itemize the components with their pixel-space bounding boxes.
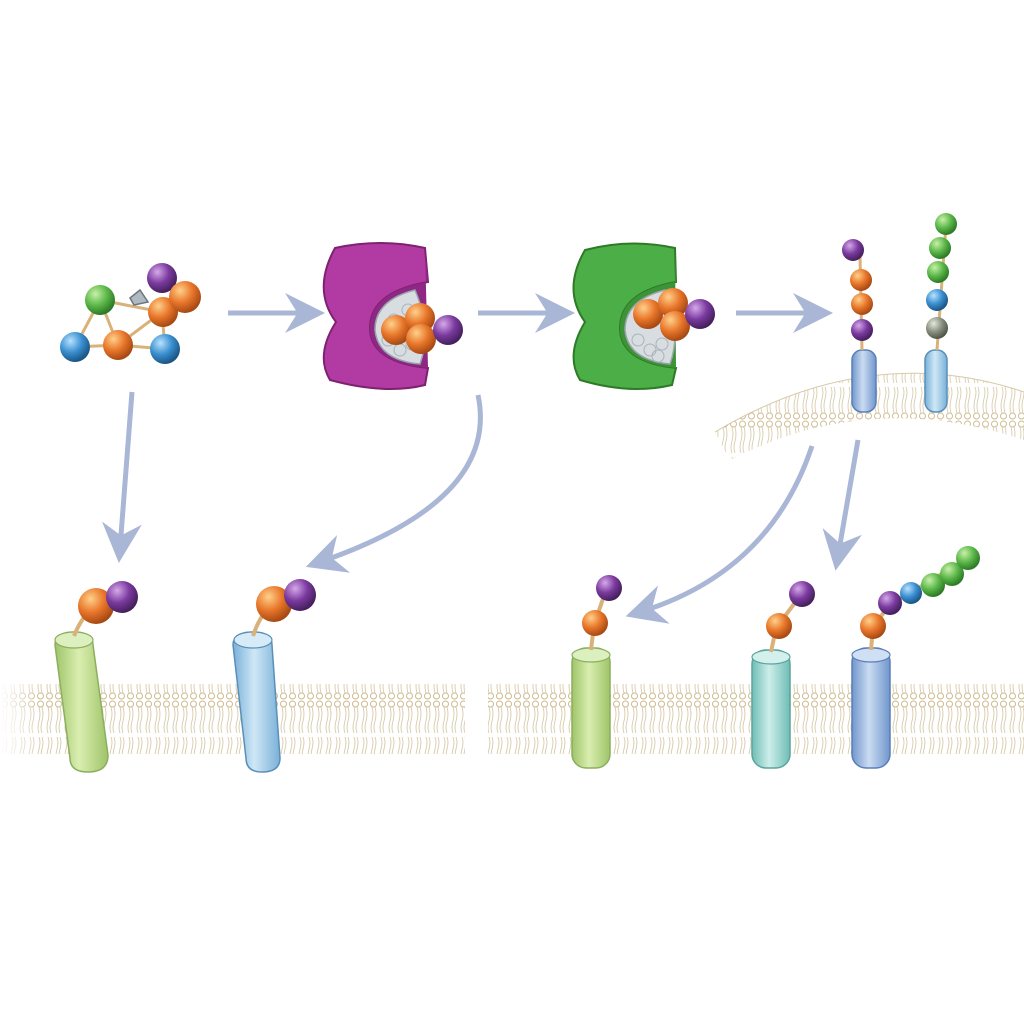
- protein-top-right: [924, 349, 948, 413]
- molecule-cluster-icon: [60, 263, 201, 364]
- bead-orange: [406, 324, 436, 354]
- bead-green: [929, 237, 951, 259]
- transmembrane-protein-icon: [571, 575, 622, 769]
- bead-green: [940, 562, 964, 586]
- bead-purple: [878, 591, 902, 615]
- bead-orange: [78, 588, 114, 624]
- transmembrane-protein-icon: [751, 581, 815, 769]
- bead-green: [935, 213, 957, 235]
- bead-green: [921, 573, 945, 597]
- bead-blue: [60, 332, 90, 362]
- transmembrane-protein-icon: [924, 213, 957, 413]
- bead-green: [956, 546, 980, 570]
- bead-gray: [926, 317, 948, 339]
- transmembrane-protein-icon: [232, 579, 316, 773]
- bead-orange: [582, 610, 608, 636]
- bead-orange: [766, 613, 792, 639]
- bead-green: [927, 261, 949, 283]
- membrane-fade-left: [0, 680, 40, 760]
- bead-purple: [433, 315, 463, 345]
- pathway-arrow-icon: [101, 391, 142, 563]
- bead-orange: [103, 330, 133, 360]
- transmembrane-protein-icon: [842, 239, 877, 413]
- protein-bottom-right-a: [571, 647, 611, 769]
- bead-orange: [860, 613, 886, 639]
- pathway-arrow-icon: [822, 439, 862, 571]
- bead-purple: [851, 319, 873, 341]
- linker-node: [129, 288, 150, 306]
- enzyme-pocket-icon: [572, 242, 715, 390]
- enzyme-pocket-icon: [322, 242, 463, 390]
- bead-purple: [284, 579, 316, 611]
- bead-orange: [658, 288, 688, 318]
- bead-orange: [850, 269, 872, 291]
- bead-orange: [851, 293, 873, 315]
- bead-orange: [169, 281, 201, 313]
- bead-orange: [660, 311, 690, 341]
- bead-purple: [685, 299, 715, 329]
- protein-top-left: [851, 349, 877, 413]
- bead-orange: [381, 315, 411, 345]
- bead-orange: [148, 297, 178, 327]
- bead-orange: [256, 586, 292, 622]
- bead-green: [85, 285, 115, 315]
- pathway-arrow-icon: [305, 394, 483, 573]
- bead-purple: [842, 239, 864, 261]
- transmembrane-protein-icon: [851, 546, 980, 769]
- protein-bottom-right-c: [851, 647, 891, 769]
- bead-purple: [789, 581, 815, 607]
- pathway-arrow-icon: [625, 445, 815, 624]
- protein-bottom-right-b: [751, 649, 791, 769]
- transmembrane-protein-icon: [54, 581, 138, 773]
- bead-purple: [147, 263, 177, 293]
- bead-orange: [633, 299, 663, 329]
- bead-blue: [900, 582, 922, 604]
- bead-purple: [596, 575, 622, 601]
- pathway-arrows: [101, 293, 862, 624]
- bead-blue: [926, 289, 948, 311]
- bead-purple: [106, 581, 138, 613]
- bead-blue: [150, 334, 180, 364]
